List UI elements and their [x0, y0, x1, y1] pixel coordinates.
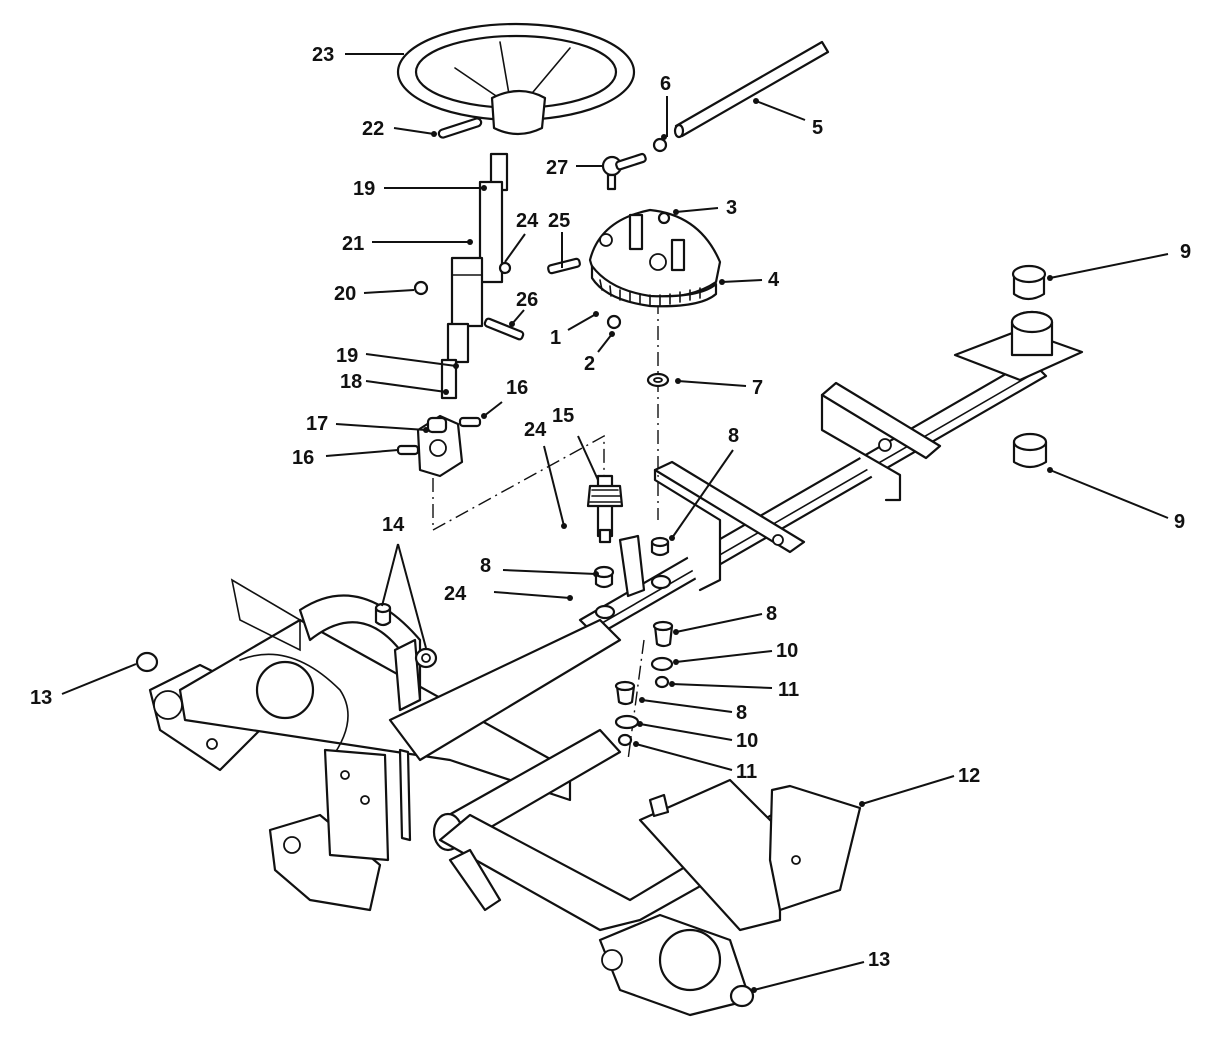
bearing-8-f: [614, 680, 636, 706]
label-13-right: 13: [868, 949, 890, 971]
universal-joint: [396, 414, 482, 478]
label-18: 18: [340, 371, 362, 393]
support-post: [618, 534, 646, 598]
steering-wheel: [396, 22, 636, 136]
axle-tube: [578, 358, 1048, 638]
label-8-lower: 8: [736, 702, 747, 724]
bushing-13-left: [135, 651, 159, 673]
bearing-8-c: [593, 565, 615, 589]
set-screw-24-top: [498, 261, 512, 275]
label-4: 4: [768, 269, 780, 291]
bearing-8-b: [650, 574, 672, 590]
steering-arm-plate: [653, 460, 806, 592]
label-24-bottom: 24: [444, 583, 467, 605]
label-26: 26: [516, 289, 538, 311]
label-25: 25: [548, 210, 570, 232]
label-20: 20: [334, 283, 356, 305]
part-labels: 23 22 6 5 27 19 3 24 25 21 9 4 20 26 1 1…: [30, 44, 1191, 971]
nut-11-a: [654, 675, 670, 689]
label-10-right: 10: [776, 640, 798, 662]
bushing-14-b: [414, 647, 438, 669]
bushing-9-bottom: [1012, 432, 1048, 469]
label-11-lower: 11: [736, 761, 757, 783]
label-10-lower: 10: [736, 730, 758, 752]
nut-11-b: [617, 733, 633, 747]
label-17: 17: [306, 413, 328, 435]
sector-gear: [588, 208, 722, 308]
bolt-25: [547, 257, 581, 275]
label-9-top: 9: [1180, 241, 1191, 263]
label-8-right: 8: [766, 603, 777, 625]
label-1: 1: [550, 327, 561, 349]
label-14: 14: [382, 514, 405, 536]
bushing-13-right: [729, 984, 755, 1008]
washer-10-a: [650, 656, 674, 672]
label-8-left: 8: [480, 555, 491, 577]
label-5: 5: [812, 117, 823, 139]
ball-joint-27: [601, 152, 647, 191]
label-12: 12: [958, 765, 980, 787]
label-6: 6: [660, 73, 671, 95]
label-13-left: 13: [30, 687, 52, 709]
washer-10-b: [614, 714, 640, 730]
nut-3: [657, 211, 671, 225]
nut-2: [606, 314, 622, 330]
main-frame: [148, 578, 862, 1017]
alignment-line-lower: [627, 639, 645, 761]
bushing-14-a: [374, 602, 392, 627]
label-11-right: 11: [778, 679, 799, 701]
bolt-26: [483, 317, 525, 341]
leader-lines: [61, 53, 1169, 993]
label-3: 3: [726, 197, 737, 219]
label-9-bottom: 9: [1174, 511, 1185, 533]
bearing-8-d: [594, 604, 616, 620]
label-19-bottom: 19: [336, 345, 358, 367]
drag-link: [673, 40, 830, 139]
label-7: 7: [752, 377, 763, 399]
nut-6: [652, 137, 668, 153]
label-22: 22: [362, 118, 384, 140]
label-16-bottom: 16: [292, 447, 314, 469]
label-24-mid: 24: [524, 419, 547, 441]
right-mount-plate: [953, 310, 1084, 382]
pin-22: [437, 117, 483, 139]
label-19-top: 19: [353, 178, 375, 200]
label-24-top: 24: [516, 210, 539, 232]
pinion-gear: [586, 474, 624, 544]
label-16-top: 16: [506, 377, 528, 399]
axle-bracket: [820, 381, 942, 502]
label-15: 15: [552, 405, 574, 427]
label-23: 23: [312, 44, 334, 66]
nut-20: [413, 280, 429, 296]
steering-shaft: [440, 152, 509, 400]
label-21: 21: [342, 233, 364, 255]
bushing-9-top: [1011, 264, 1047, 301]
label-2: 2: [584, 353, 595, 375]
bearing-8-a: [650, 536, 670, 557]
bearing-8-e: [652, 620, 674, 648]
label-8-top: 8: [728, 425, 739, 447]
label-27: 27: [546, 157, 568, 179]
